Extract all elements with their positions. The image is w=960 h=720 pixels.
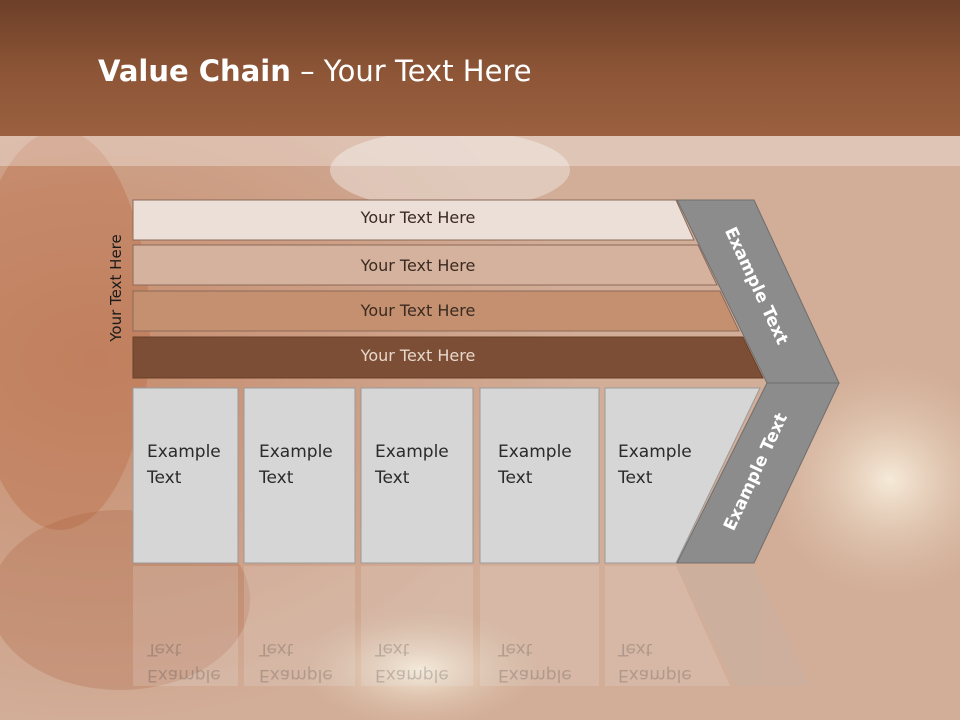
box-2-reflection-line1: Example bbox=[259, 665, 333, 685]
bar-3 bbox=[132, 290, 740, 332]
box-1-reflection-line2: Text bbox=[147, 639, 182, 659]
bar-1-label: Your Text Here bbox=[360, 208, 476, 227]
box-2-line2: Text bbox=[259, 468, 294, 488]
header-bar: Value Chain – Your Text Here bbox=[0, 0, 960, 136]
box-1-reflection-line1: Example bbox=[147, 665, 221, 685]
box-2-reflection: Example Text bbox=[259, 636, 333, 688]
bar-2 bbox=[132, 244, 718, 286]
box-3-line1: Example bbox=[375, 442, 449, 462]
bar-4-label: Your Text Here bbox=[360, 346, 476, 365]
page-title: Value Chain – Your Text Here bbox=[98, 54, 532, 88]
header-band bbox=[0, 136, 960, 166]
bar-2-label: Your Text Here bbox=[360, 256, 476, 275]
box-3-reflection-line2: Text bbox=[375, 639, 410, 659]
box-1-line2: Text bbox=[147, 468, 182, 488]
box-3-line2: Text bbox=[375, 468, 410, 488]
box-4-reflection-line2: Text bbox=[498, 639, 533, 659]
bar-4 bbox=[132, 336, 764, 379]
box-3-reflection-line1: Example bbox=[375, 665, 449, 685]
box-2 bbox=[243, 387, 356, 564]
side-label: Your Text Here bbox=[107, 234, 125, 342]
box-4-line1: Example bbox=[498, 442, 572, 462]
title-bold: Value Chain bbox=[98, 54, 291, 88]
chevron-lower bbox=[676, 382, 840, 564]
box-4-reflection: Example Text bbox=[498, 636, 572, 688]
box-4-reflection-line1: Example bbox=[498, 665, 572, 685]
box-3 bbox=[360, 387, 474, 564]
bar-3-label: Your Text Here bbox=[360, 301, 476, 320]
box-5-reflection-line1: Example bbox=[618, 665, 692, 685]
box-4-line2: Text bbox=[498, 468, 533, 488]
bar-1 bbox=[132, 199, 695, 241]
box-1 bbox=[132, 387, 239, 564]
box-3-reflection: Example Text bbox=[375, 636, 449, 688]
box-5-line1: Example bbox=[618, 442, 692, 462]
box-2-reflection-line2: Text bbox=[259, 639, 294, 659]
box-4 bbox=[479, 387, 600, 564]
box-1-line1: Example bbox=[147, 442, 221, 462]
box-2-line1: Example bbox=[259, 442, 333, 462]
box-5 bbox=[604, 387, 761, 564]
box-5-reflection: Example Text bbox=[618, 636, 692, 688]
box-5-line2: Text bbox=[618, 468, 653, 488]
reflection bbox=[133, 566, 810, 686]
title-rest: – Your Text Here bbox=[290, 54, 532, 88]
box-5-reflection-line2: Text bbox=[618, 639, 653, 659]
box-1-reflection: Example Text bbox=[147, 636, 221, 688]
